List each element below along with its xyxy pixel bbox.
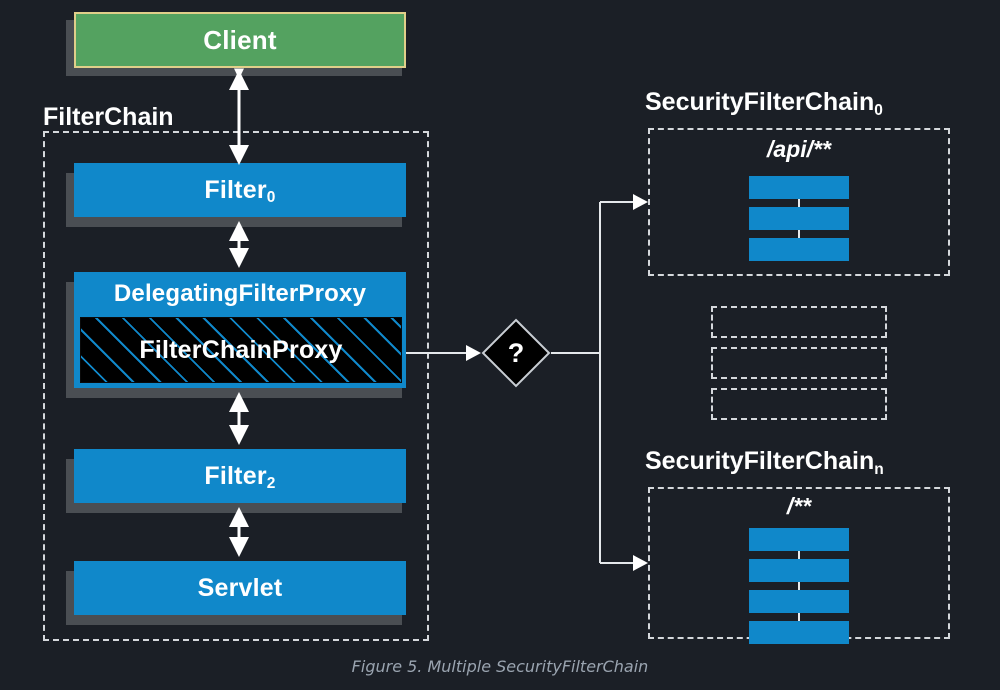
securityfilterchain-n-title-text: SecurityFilterChain bbox=[645, 447, 875, 475]
filterchainproxy-box[interactable]: FilterChainProxy bbox=[80, 317, 402, 383]
filter0-text: Filter bbox=[204, 175, 267, 204]
placeholder-chain-0 bbox=[711, 306, 887, 338]
filterchainproxy-label: FilterChainProxy bbox=[139, 335, 343, 364]
client-label: Client bbox=[203, 24, 277, 55]
servlet-box[interactable]: Servlet bbox=[74, 561, 406, 615]
securityfilterchain-n-filter-2[interactable] bbox=[749, 590, 849, 613]
figure-caption: Figure 5. Multiple SecurityFilterChain bbox=[351, 657, 649, 676]
decision-diamond[interactable] bbox=[481, 318, 551, 388]
securityfilterchain-n-filter-1[interactable] bbox=[749, 559, 849, 582]
securityfilterchain-n-title: SecurityFilterChainn bbox=[645, 447, 884, 478]
connector-decision-branch bbox=[551, 194, 648, 571]
securityfilterchain-0-filter-0[interactable] bbox=[749, 176, 849, 199]
placeholder-chain-1 bbox=[711, 347, 887, 379]
securityfilterchain-0-filter-1[interactable] bbox=[749, 207, 849, 230]
securityfilterchain-n-subscript: n bbox=[874, 460, 884, 478]
securityfilterchain-n-filter-0[interactable] bbox=[749, 528, 849, 551]
filter0-subscript: 0 bbox=[266, 189, 276, 207]
securityfilterchain-n-link-1 bbox=[798, 582, 800, 590]
securityfilterchain-0-link-0 bbox=[798, 199, 800, 207]
securityfilterchain-n-link-0 bbox=[798, 551, 800, 559]
securityfilterchain-0-title-text: SecurityFilterChain bbox=[645, 88, 875, 116]
filter2-text: Filter bbox=[204, 461, 267, 490]
filter2-subscript: 2 bbox=[266, 475, 276, 493]
filter2-label: Filter2 bbox=[204, 461, 276, 493]
delegatingfilterproxy-box[interactable]: DelegatingFilterProxy FilterChainProxy bbox=[74, 272, 406, 388]
securityfilterchain-0-title: SecurityFilterChain0 bbox=[645, 88, 883, 119]
filter2-box[interactable]: Filter2 bbox=[74, 449, 406, 503]
placeholder-chain-2 bbox=[711, 388, 887, 420]
decision-label: ? bbox=[507, 337, 525, 368]
securityfilterchain-0-container bbox=[648, 128, 950, 276]
delegatingfilterproxy-label: DelegatingFilterProxy bbox=[113, 280, 367, 307]
securityfilterchain-0-filter-2[interactable] bbox=[749, 238, 849, 261]
filter0-label: Filter0 bbox=[204, 175, 276, 207]
servlet-label: Servlet bbox=[197, 573, 283, 602]
filterchain-group-label: FilterChain bbox=[43, 103, 174, 131]
securityfilterchain-n-filter-3[interactable] bbox=[749, 621, 849, 644]
securityfilterchain-n-link-2 bbox=[798, 613, 800, 621]
client-box[interactable]: Client bbox=[74, 12, 406, 68]
securityfilterchain-0-subscript: 0 bbox=[874, 101, 883, 119]
securityfilterchain-n-pattern: /** bbox=[786, 493, 812, 519]
filter0-box[interactable]: Filter0 bbox=[74, 163, 406, 217]
securityfilterchain-0-pattern: /api/** bbox=[767, 136, 831, 162]
securityfilterchain-0-link-1 bbox=[798, 230, 800, 238]
